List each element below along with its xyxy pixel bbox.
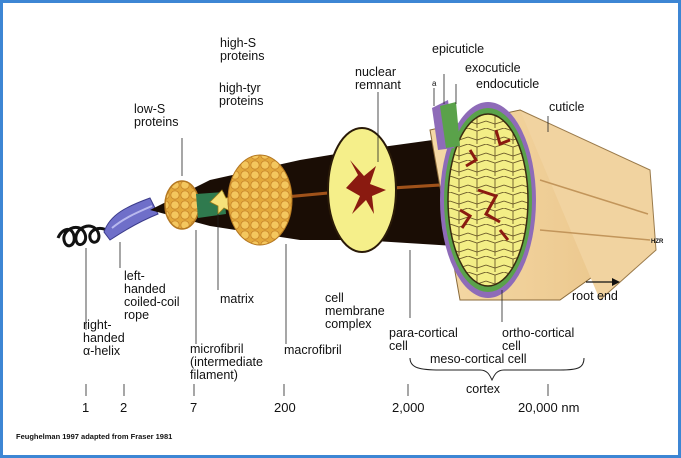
para-cortical-label: para-cortical cell [389, 327, 458, 353]
high-tyr-proteins-label: high-tyr proteins [219, 82, 263, 108]
low-s-proteins-label: low-S proteins [134, 103, 178, 129]
scale-2000nm: 2,000 [392, 400, 425, 415]
macrofibril-cluster [228, 155, 292, 245]
right-handed-helix-label: right- handed α-helix [83, 319, 125, 358]
ortho-cortical-label: ortho-cortical cell [502, 327, 574, 353]
meso-cortical-label: meso-cortical cell [430, 353, 527, 366]
cuticle-label: cuticle [549, 101, 584, 114]
cortex-bundle [430, 100, 656, 300]
root-end-label: root end [572, 290, 618, 303]
a-mark-label: a [432, 77, 436, 90]
exocuticle-label: exocuticle [465, 62, 521, 75]
nuclear-remnant-label: nuclear remnant [355, 66, 401, 92]
cortical-cell [328, 128, 396, 252]
microfibril-label: microfibril (intermediate filament) [190, 343, 263, 382]
matrix-label: matrix [220, 293, 254, 306]
epicuticle-label: epicuticle [432, 43, 484, 56]
cell-membrane-label: cell membrane complex [325, 292, 385, 331]
scale-1nm: 1 [82, 400, 89, 415]
left-handed-rope-label: left- handed coiled-coil rope [124, 270, 180, 322]
scale-200nm: 200 [274, 400, 296, 415]
scale-20000nm: 20,000 nm [518, 400, 579, 415]
source-credit: Feughelman 1997 adapted from Fraser 1981 [16, 432, 172, 441]
artist-signature: HZR [651, 239, 663, 245]
scale-2nm: 2 [120, 400, 127, 415]
coiled-coil-rope [104, 198, 158, 240]
high-s-proteins-label: high-S proteins [220, 37, 264, 63]
cortex-label: cortex [466, 383, 500, 396]
macrofibril-label: macrofibril [284, 344, 342, 357]
alpha-helix-coil [58, 226, 106, 246]
endocuticle-label: endocuticle [476, 78, 539, 91]
scale-7nm: 7 [190, 400, 197, 415]
